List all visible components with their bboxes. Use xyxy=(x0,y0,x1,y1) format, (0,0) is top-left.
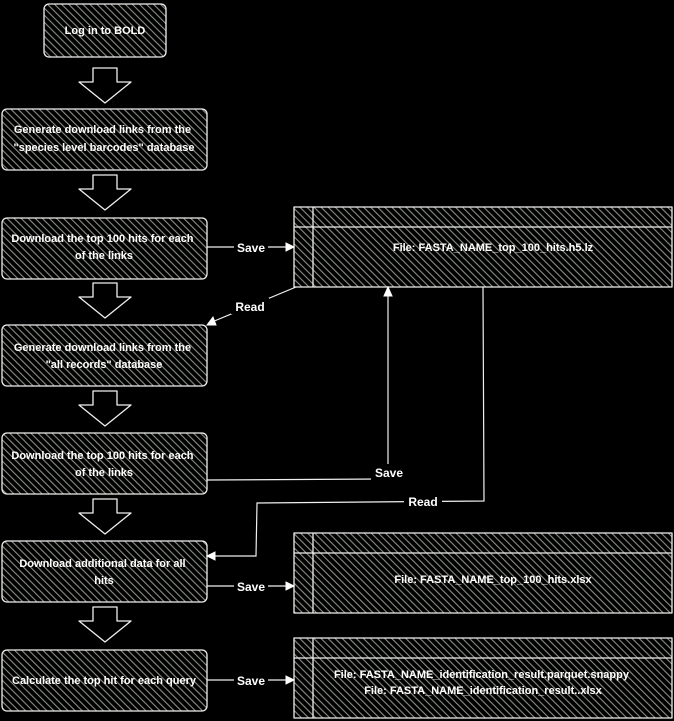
edge-label-save-1: Save xyxy=(234,239,268,255)
step-download-additional-data-text: Download additional data for all hits xyxy=(19,558,188,587)
step-generate-all-records-links-text: Generate download links from the "all re… xyxy=(14,342,194,371)
edge-label-save-2: Save xyxy=(371,464,407,480)
edge-label-read-2: Read xyxy=(404,493,442,509)
svg-text:Save: Save xyxy=(237,674,265,688)
svg-text:Read: Read xyxy=(235,300,264,314)
svg-text:Read: Read xyxy=(408,495,437,509)
file-store-xlsx[interactable]: File: FASTA_NAME_top_100_hits.xlsx xyxy=(293,532,673,614)
file-store-h5-text: File: FASTA_NAME_top_100_hits.h5.lz xyxy=(393,242,594,254)
step-calculate-top-hit[interactable]: Calculate the top hit for each query xyxy=(1,649,208,712)
flow-arrow-4 xyxy=(78,390,132,427)
step-generate-species-links-text: Generate download links from the "specie… xyxy=(13,124,194,154)
flow-arrow-5 xyxy=(78,498,132,535)
flow-arrow-6 xyxy=(78,606,132,643)
svg-text:Save: Save xyxy=(237,580,265,594)
edge-label-save-4: Save xyxy=(234,672,268,688)
step-download-species-hits[interactable]: Download the top 100 hits for each of th… xyxy=(1,217,208,280)
file-store-identification-result[interactable]: File: FASTA_NAME_identification_result.p… xyxy=(293,637,673,719)
svg-text:Save: Save xyxy=(237,241,265,255)
step-generate-species-links[interactable]: Generate download links from the "specie… xyxy=(1,108,208,171)
flow-arrow-1 xyxy=(78,67,132,104)
step-login-text: Log in to BOLD xyxy=(65,25,146,37)
step-download-all-records-hits-text: Download the top 100 hits for each of th… xyxy=(11,450,196,479)
flow-arrow-2 xyxy=(78,174,132,211)
step-download-additional-data[interactable]: Download additional data for all hits xyxy=(1,540,208,603)
file-store-identification-result-text: File: FASTA_NAME_identification_result.p… xyxy=(334,669,632,697)
step-generate-all-records-links[interactable]: Generate download links from the "all re… xyxy=(1,324,208,387)
connector-read-2 xyxy=(205,286,485,561)
edge-label-read-1: Read xyxy=(231,298,269,314)
file-store-h5[interactable]: File: FASTA_NAME_top_100_hits.h5.lz xyxy=(293,206,673,288)
step-calculate-top-hit-text: Calculate the top hit for each query xyxy=(12,675,197,687)
flow-arrow-3 xyxy=(78,282,132,319)
connector-save-2 xyxy=(206,285,393,481)
step-download-all-records-hits[interactable]: Download the top 100 hits for each of th… xyxy=(1,432,208,495)
edge-label-save-3: Save xyxy=(234,578,268,594)
step-login[interactable]: Log in to BOLD xyxy=(43,3,167,58)
step-download-species-hits-text: Download the top 100 hits for each of th… xyxy=(11,233,196,262)
file-store-xlsx-text: File: FASTA_NAME_top_100_hits.xlsx xyxy=(394,574,592,586)
svg-text:Save: Save xyxy=(375,466,403,480)
